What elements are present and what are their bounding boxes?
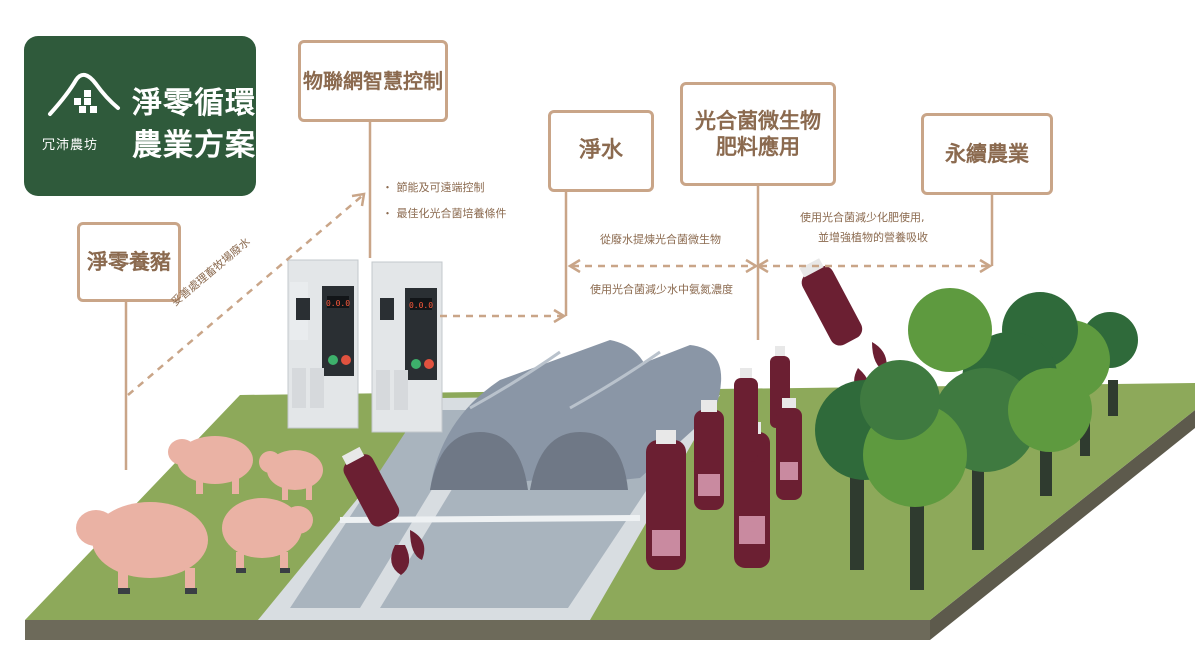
label-fertilizer-line2: 肥料應用 [716,135,800,159]
bottle [776,398,802,500]
pig [76,502,208,594]
controller-display-2: 0.0.0 [409,301,433,310]
note-water-1: 從廢水提煉光合菌微生物 [600,233,721,246]
note-sustain-1: 使用光合菌減少化肥使用, [800,211,925,224]
pigs [76,436,323,594]
connector-lines [124,122,994,470]
bottle [734,368,758,462]
iot-controller-1 [287,259,359,429]
liquid-splash [391,530,425,575]
note-water-2: 使用光合菌減少水中氨氮濃度 [590,283,733,296]
forest [815,288,1138,590]
label-sustain: 永續農業 [921,113,1053,195]
label-iot: 物聯網智慧控制 [298,40,448,122]
pig [168,436,253,494]
tilted-bottle [341,446,400,527]
note-iot-1: ・ 節能及可遠端控制 [382,181,485,194]
mountain-logo-icon [48,72,120,116]
label-fertilizer: 光合菌微生物 肥料應用 [680,82,836,186]
brand-title-line1: 淨零循環 [132,86,256,121]
pig [259,450,323,500]
bottle [646,430,686,570]
brand-name: 冗沛農坊 [42,138,99,153]
label-pig: 淨零養豬 [77,222,181,302]
fertilizer-bottles [341,258,887,575]
label-water: 淨水 [548,110,654,192]
brand-title-line2: 農業方案 [132,128,256,163]
label-fertilizer-line1: 光合菌微生物 [695,108,821,133]
greenhouses [430,340,722,490]
bottle [694,400,724,510]
brand-panel: 冗沛農坊 淨零循環 農業方案 [24,36,256,196]
iot-controller-2 [371,261,443,433]
flow-lines [127,195,988,396]
note-sustain-2: 並增強植物的營養吸收 [818,231,928,244]
note-iot-2: ・ 最佳化光合菌培養條件 [382,207,507,220]
pig [222,498,313,573]
controller-display-1: 0.0.0 [326,299,350,308]
tilted-bottle [799,258,863,346]
